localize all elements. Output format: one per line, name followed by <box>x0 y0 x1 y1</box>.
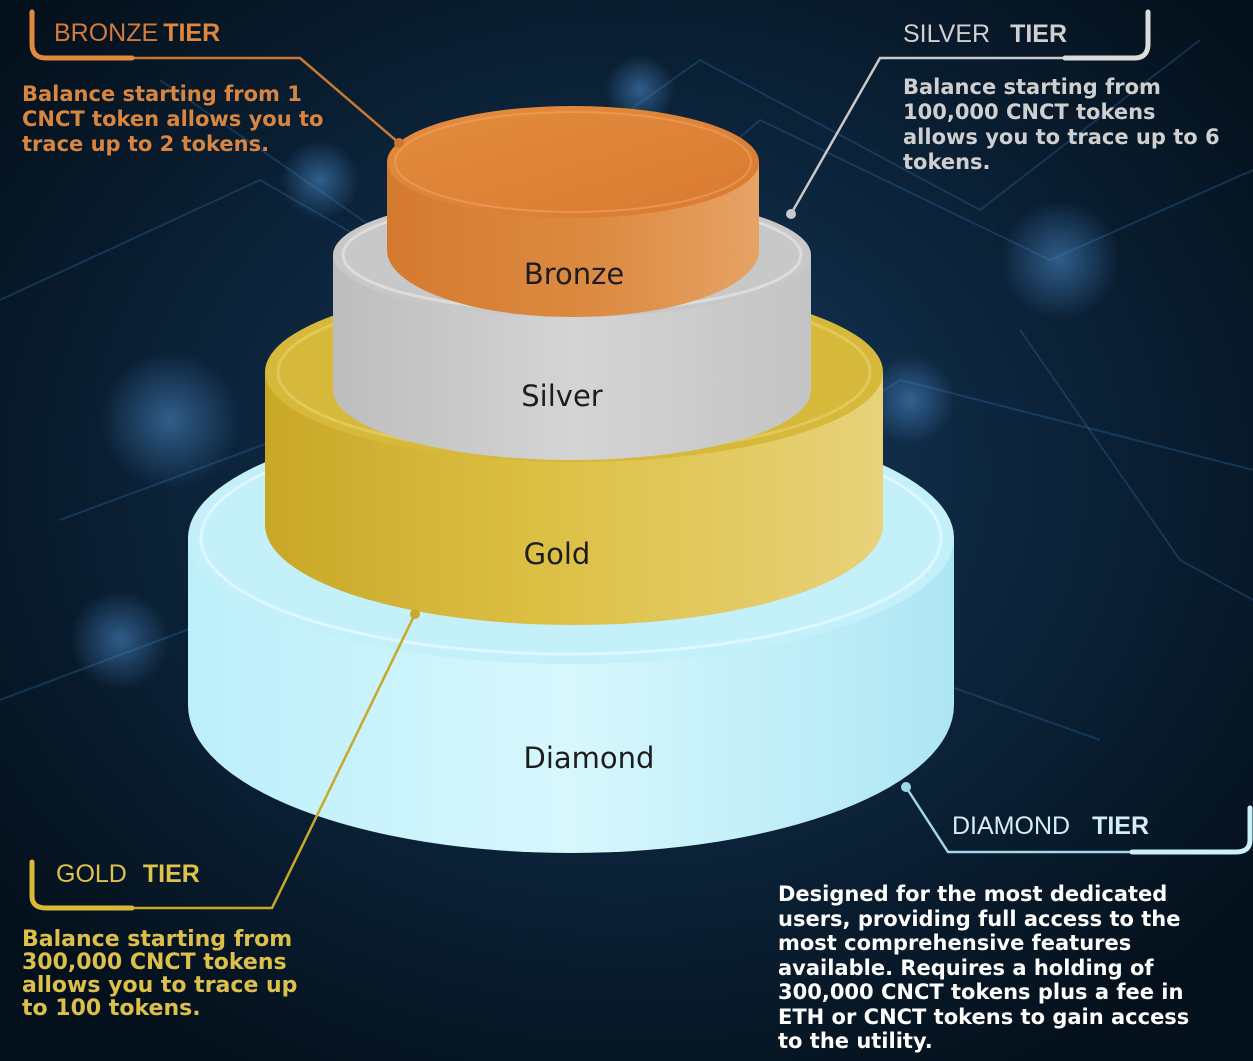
diamond-layer-label: Diamond <box>524 741 655 775</box>
gold-callout-lines <box>29 609 420 911</box>
gold-tier-word: TIER <box>142 860 200 888</box>
bronze-layer-label: Bronze <box>524 257 624 291</box>
bronze-tier-name: BRONZE <box>54 19 159 47</box>
silver-tier-description: Balance starting from 100,000 CNCT token… <box>903 75 1220 174</box>
diamond-tier-description: Designed for the most dedicated users, p… <box>778 882 1190 1053</box>
silver-tier-word: TIER <box>1010 20 1068 48</box>
silver-layer-label: Silver <box>521 379 603 413</box>
diamond-tier-heading: DIAMOND TIER <box>952 814 1149 839</box>
bronze-layer <box>387 106 759 317</box>
diamond-tier-word: TIER <box>1092 812 1150 840</box>
diamond-callout-lines <box>901 782 1253 855</box>
bronze-tier-word: TIER <box>163 19 221 47</box>
silver-tier-heading: SILVER TIER <box>903 22 1067 47</box>
gold-tier-heading: GOLD TIER <box>56 862 200 887</box>
diamond-tier-name: DIAMOND <box>952 812 1071 840</box>
bronze-tier-description: Balance starting from 1 CNCT token allow… <box>22 82 324 156</box>
silver-callout-lines <box>786 9 1151 219</box>
bronze-callout-lines <box>29 9 404 148</box>
gold-tier-name: GOLD <box>56 860 127 888</box>
glow-spots-decoration <box>70 55 1120 690</box>
gold-tier-description: Balance starting from 300,000 CNCT token… <box>22 927 298 1021</box>
silver-tier-name: SILVER <box>903 20 991 48</box>
gold-layer-label: Gold <box>524 537 591 571</box>
